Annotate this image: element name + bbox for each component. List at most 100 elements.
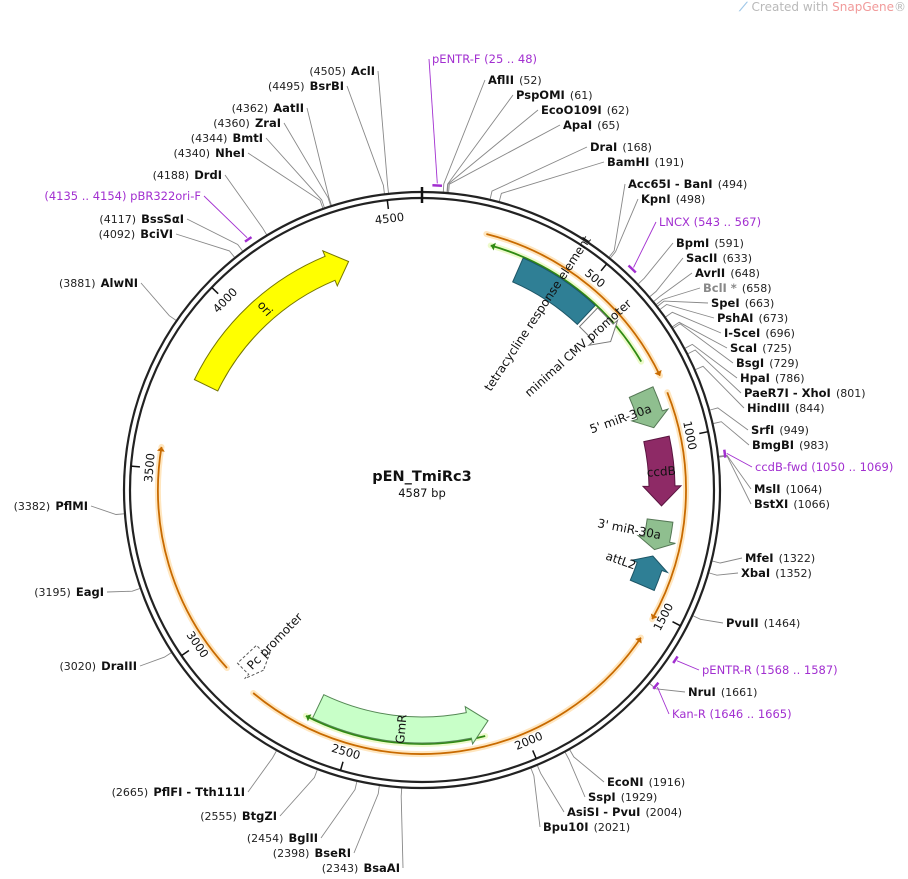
site-label-zrai[interactable]: (4360) ZraI: [213, 112, 281, 131]
site-name: EcoNI: [607, 775, 643, 789]
site-position: (3881): [59, 277, 96, 290]
site-label-ecoo109i[interactable]: EcoO109I (62): [541, 99, 629, 118]
site-label-nhei[interactable]: (4340) NheI: [173, 142, 245, 161]
site-position: (1064): [786, 483, 823, 496]
primer-label-pbr322ori-f[interactable]: (4135 .. 4154) pBR322ori-F: [44, 189, 201, 203]
primer-name: LNCX: [659, 215, 690, 229]
site-label-pflfi-tth111i[interactable]: (2665) PflFI - Tth111I: [112, 781, 245, 800]
primer-mark-ccdb-fwd: [723, 449, 727, 458]
site-connector-srfi: [709, 407, 749, 431]
tick-mark-4000: [211, 286, 219, 295]
site-name: HpaI: [740, 371, 770, 385]
primer-connector-pbr322ori-f: [203, 195, 248, 239]
site-label-bcli[interactable]: BclI * (658): [703, 277, 772, 296]
site-label-drdi[interactable]: (4188) DrdI: [153, 164, 222, 183]
site-label-nrui[interactable]: NruI (1661): [688, 681, 757, 700]
feature-tetracycline-response-element[interactable]: [512, 257, 596, 326]
site-label-kpni[interactable]: KpnI (498): [641, 188, 705, 207]
site-position: (1352): [775, 567, 812, 580]
site-name: BstXI: [754, 497, 788, 511]
feature-minimal-cmv-promoter[interactable]: [578, 307, 619, 346]
site-label-pvuii[interactable]: PvuII (1464): [726, 612, 800, 631]
plasmid-backbone: [122, 187, 722, 790]
orf-arc-0: [486, 233, 661, 377]
site-label-bamhi[interactable]: BamHI (191): [607, 151, 684, 170]
site-label-i-scei[interactable]: I-SceI (696): [724, 322, 795, 341]
feature-ccdb[interactable]: [641, 435, 683, 507]
site-label-bsgi[interactable]: BsgI (729): [736, 352, 799, 371]
site-label-bglii[interactable]: (2454) BglII: [247, 827, 318, 846]
primer-label-ccdb-fwd[interactable]: ccdB-fwd (1050 .. 1069): [755, 460, 893, 474]
site-label-acli[interactable]: (4505) AclI: [309, 60, 375, 79]
site-label-pshai[interactable]: PshAI (673): [717, 307, 788, 326]
tick-mark-2500: [339, 761, 344, 771]
site-label-bmti[interactable]: (4344) BmtI: [191, 127, 263, 146]
site-name: Bpu10I: [543, 820, 588, 834]
site-label-apai[interactable]: ApaI (65): [563, 114, 620, 133]
site-label-econi[interactable]: EcoNI (1916): [607, 771, 685, 790]
primer-label-pentr-r[interactable]: pENTR-R (1568 .. 1587): [702, 663, 838, 677]
site-label-avrii[interactable]: AvrII (648): [695, 262, 760, 281]
primer-label-kan-r[interactable]: Kan-R (1646 .. 1665): [672, 707, 792, 721]
site-position: (1322): [779, 552, 816, 565]
site-label-hpai[interactable]: HpaI (786): [740, 367, 805, 386]
primer-connector-kan-r: [656, 686, 670, 715]
site-label-xbai[interactable]: XbaI (1352): [741, 562, 812, 581]
primer-label-lncx[interactable]: LNCX (543 .. 567): [659, 215, 761, 229]
site-label-aflii[interactable]: AflII (52): [488, 69, 542, 88]
site-name: ScaI: [730, 341, 757, 355]
feature-5-mir-30a[interactable]: [628, 386, 670, 429]
site-label-srfi[interactable]: SrfI (949): [751, 419, 809, 438]
feature-label-pc-promoter: Pc promoter: [244, 610, 305, 672]
site-label-bmgbi[interactable]: BmgBI (983): [752, 434, 829, 453]
feature-ori[interactable]: [193, 249, 350, 392]
orf-arc-2: [252, 637, 642, 755]
feature-attl2[interactable]: [629, 555, 670, 592]
site-label-bstxi[interactable]: BstXI (1066): [754, 493, 830, 512]
feature-3-mir-30a[interactable]: [636, 518, 676, 551]
site-label-spei[interactable]: SpeI (663): [711, 292, 774, 311]
feature-pc-promoter[interactable]: [236, 644, 272, 680]
site-position: (191): [655, 156, 685, 169]
site-label-pflmi[interactable]: (3382) PflMI: [14, 495, 88, 514]
site-name: XbaI: [741, 566, 770, 580]
primer-range: (1050 .. 1069): [811, 460, 893, 474]
primer-label-pentr-f[interactable]: pENTR-F (25 .. 48): [432, 52, 537, 66]
site-label-aatii[interactable]: (4362) AatII: [232, 97, 304, 116]
site-label-hindiii[interactable]: HindIII (844): [747, 397, 825, 416]
site-label-bsrbi[interactable]: (4495) BsrBI: [268, 75, 344, 94]
site-label-pspomi[interactable]: PspOMI (61): [516, 84, 593, 103]
site-position: (168): [622, 141, 652, 154]
site-label-bpmi[interactable]: BpmI (591): [676, 232, 744, 251]
site-name: MfeI: [745, 551, 774, 565]
primer-range: (4135 .. 4154): [44, 189, 126, 203]
feature-gmr[interactable]: [311, 694, 489, 746]
site-label-bseri[interactable]: (2398) BseRI: [273, 842, 351, 861]
site-label-mfei[interactable]: MfeI (1322): [745, 547, 815, 566]
site-label-bsss-i[interactable]: (4117) BssSαI: [99, 208, 184, 227]
site-label-asisi-pvui[interactable]: AsiSI - PvuI (2004): [567, 801, 682, 820]
site-label-bsaai[interactable]: (2343) BsaAI: [322, 857, 400, 876]
tick-mark-1500: [672, 620, 681, 627]
site-label-msli[interactable]: MslI (1064): [754, 478, 822, 497]
site-label-drai[interactable]: DraI (168): [590, 136, 652, 155]
site-labels[interactable]: AflII (52)PspOMI (61)EcoO109I (62)ApaI (…: [14, 52, 894, 876]
site-connector-bsss-i: [186, 218, 243, 252]
site-label-draiii[interactable]: (3020) DraIII: [60, 655, 138, 674]
site-label-alwni[interactable]: (3881) AlwNI: [59, 272, 138, 291]
site-connector-paer7i-xhoi: [687, 349, 742, 394]
tick-mark-3000: [181, 649, 190, 657]
site-label-sacii[interactable]: SacII (633): [686, 247, 752, 266]
site-label-sspi[interactable]: SspI (1929): [588, 786, 657, 805]
site-label-bpu10i[interactable]: Bpu10I (2021): [543, 816, 630, 835]
orf-arc-0-arrowhead: [654, 370, 662, 376]
site-position: (2555): [200, 810, 237, 823]
site-label-paer7i-xhoi[interactable]: PaeR7I - XhoI (801): [744, 382, 866, 401]
site-label-btgzi[interactable]: (2555) BtgZI: [200, 805, 277, 824]
site-name: DrdI: [194, 168, 222, 182]
site-label-acc65i-bani[interactable]: Acc65I - BanI (494): [628, 173, 747, 192]
site-label-scai[interactable]: ScaI (725): [730, 337, 792, 356]
site-label-eagi[interactable]: (3195) EagI: [34, 581, 104, 600]
site-label-bcivi[interactable]: (4092) BciVI: [99, 223, 173, 242]
